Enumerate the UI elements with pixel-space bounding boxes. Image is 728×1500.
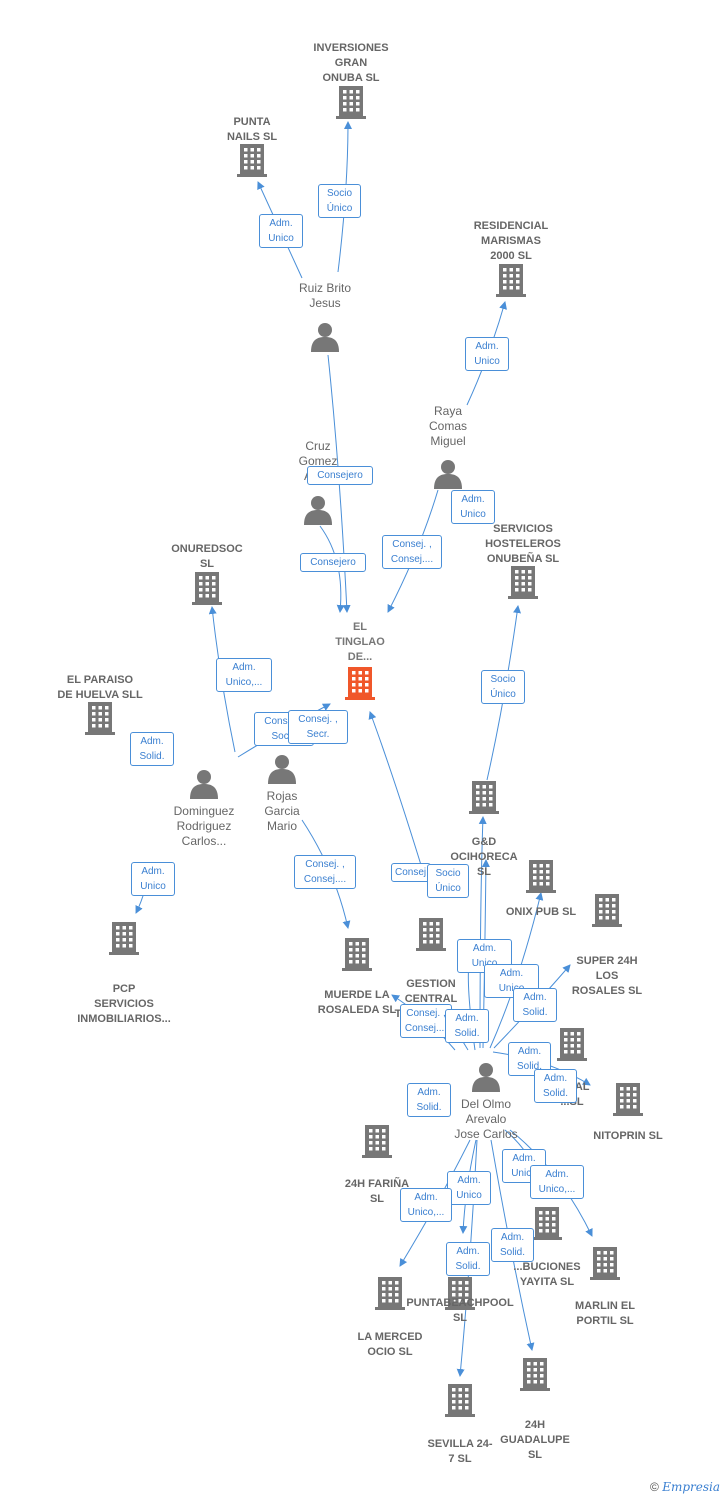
relation-label[interactable]: Socio Único bbox=[427, 864, 469, 898]
relation-label[interactable]: Consejero bbox=[307, 466, 373, 485]
company-building-icon[interactable] bbox=[362, 1124, 392, 1163]
company-building-icon[interactable] bbox=[192, 571, 222, 610]
company-label-residencial[interactable]: RESIDENCIAL MARISMAS 2000 SL bbox=[473, 220, 549, 262]
person-icon[interactable] bbox=[310, 322, 340, 357]
company-building-icon[interactable] bbox=[592, 893, 622, 932]
company-label-sevilla[interactable]: SEVILLA 24- 7 SL bbox=[427, 1438, 493, 1465]
relation-label[interactable]: Adm. Unico bbox=[451, 490, 495, 524]
company-label-gd[interactable]: G&D OCIHORECA SL bbox=[450, 836, 518, 878]
relation-label[interactable]: Socio Único bbox=[318, 184, 361, 218]
company-building-icon[interactable] bbox=[508, 565, 538, 604]
company-building-icon[interactable] bbox=[445, 1383, 475, 1422]
company-label-distrib[interactable]: ...BUCIONES YAYITA SL bbox=[513, 1261, 581, 1288]
person-icon[interactable] bbox=[303, 495, 333, 530]
company-building-icon[interactable] bbox=[342, 937, 372, 976]
company-building-icon[interactable] bbox=[416, 917, 446, 956]
company-building-icon[interactable] bbox=[613, 1082, 643, 1121]
relation-label[interactable]: Consej. , Consej.... bbox=[382, 535, 442, 569]
relation-edge bbox=[368, 711, 426, 879]
relation-label[interactable]: Adm. Solid. bbox=[446, 1242, 490, 1276]
company-label-el-tinglao[interactable]: EL TINGLAO DE... bbox=[335, 621, 385, 663]
person-label-rojas[interactable]: Rojas Garcia Mario bbox=[264, 789, 300, 833]
main-company-building-icon[interactable] bbox=[345, 666, 375, 705]
company-label-inversiones[interactable]: INVERSIONES GRAN ONUBA SL bbox=[313, 42, 389, 84]
relation-label[interactable]: Adm. Solid. bbox=[513, 988, 557, 1022]
relation-label[interactable]: Consejero bbox=[300, 553, 366, 572]
relation-label[interactable]: Adm. Unico,... bbox=[400, 1188, 452, 1222]
company-label-muerde[interactable]: MUERDE LA ROSALEDA SL bbox=[317, 989, 397, 1016]
relation-label[interactable]: Adm. Unico bbox=[484, 964, 539, 998]
relation-label[interactable]: Adm. Unico,... bbox=[216, 658, 272, 692]
company-label-fari[interactable]: 24H FARIÑA SL bbox=[344, 1178, 410, 1205]
company-building-icon[interactable] bbox=[526, 859, 556, 898]
company-label-onuredsoc[interactable]: ONUREDSOC SL bbox=[171, 543, 243, 570]
company-building-icon[interactable] bbox=[590, 1246, 620, 1285]
company-building-icon[interactable] bbox=[85, 701, 115, 740]
company-label-super24[interactable]: SUPER 24H LOS ROSALES SL bbox=[571, 955, 643, 997]
person-icon[interactable] bbox=[471, 1062, 501, 1097]
person-icon[interactable] bbox=[189, 769, 219, 804]
company-building-icon[interactable] bbox=[496, 263, 526, 302]
relation-label[interactable]: Adm. Unico bbox=[259, 214, 303, 248]
person-icon[interactable] bbox=[433, 459, 463, 494]
relation-label[interactable]: Adm. Unico bbox=[447, 1171, 491, 1205]
company-building-icon[interactable] bbox=[109, 921, 139, 960]
company-label-puntabeach[interactable]: PUNTABEACHPOOL SL bbox=[406, 1297, 514, 1324]
relation-label[interactable]: Consej. , Consej.... bbox=[294, 855, 356, 889]
relation-label[interactable]: Adm. Solid. bbox=[407, 1083, 451, 1117]
relation-label[interactable]: Adm. Unico bbox=[465, 337, 509, 371]
person-label-delolmo[interactable]: Del Olmo Arevalo Jose Carlos bbox=[454, 1097, 518, 1141]
company-label-guadalupe[interactable]: 24H GUADALUPE SL bbox=[500, 1419, 570, 1461]
company-label-marlin[interactable]: MARLIN EL PORTIL SL bbox=[575, 1300, 635, 1327]
relation-label[interactable]: Adm. Unico,... bbox=[530, 1165, 584, 1199]
copyright-symbol: © bbox=[650, 1480, 659, 1494]
relation-label[interactable]: Consej... bbox=[391, 863, 434, 882]
company-building-icon[interactable] bbox=[237, 143, 267, 182]
company-building-icon[interactable] bbox=[469, 780, 499, 819]
relation-label[interactable]: Socio Único bbox=[481, 670, 525, 704]
company-building-icon[interactable] bbox=[445, 1276, 475, 1315]
person-label-dominguez[interactable]: Dominguez Rodriguez Carlos... bbox=[173, 804, 235, 848]
relation-label[interactable]: Adm. Unico bbox=[131, 862, 175, 896]
company-building-icon[interactable] bbox=[520, 1357, 550, 1396]
company-label-paraiso[interactable]: EL PARAISO DE HUELVA SLL bbox=[57, 674, 143, 701]
person-label-ruiz[interactable]: Ruiz Brito Jesus bbox=[298, 281, 351, 310]
person-icon[interactable] bbox=[267, 754, 297, 789]
relation-label[interactable]: Consej. , Consej.... bbox=[400, 1004, 452, 1038]
relation-label[interactable]: Adm. Solid. bbox=[534, 1069, 577, 1103]
company-label-punta-nails[interactable]: PUNTA NAILS SL bbox=[226, 116, 278, 143]
company-building-icon[interactable] bbox=[532, 1206, 562, 1245]
relation-label[interactable]: Adm. Solid. bbox=[130, 732, 174, 766]
person-label-raya[interactable]: Raya Comas Miguel bbox=[428, 404, 467, 448]
company-label-servicios-host[interactable]: SERVICIOS HOSTELEROS ONUBEÑA SL bbox=[485, 523, 561, 565]
relation-label[interactable]: Adm. Solid. bbox=[508, 1042, 551, 1076]
company-label-nitoprin[interactable]: NITOPRIN SL bbox=[593, 1130, 663, 1142]
company-label-pcp[interactable]: PCP SERVICIOS INMOBILIARIOS... bbox=[77, 983, 171, 1025]
company-building-icon[interactable] bbox=[375, 1276, 405, 1315]
relation-label[interactable]: Adm. Solid. bbox=[445, 1009, 489, 1043]
footer-brand: © Empresia bbox=[650, 1480, 720, 1494]
brand-logo: Empresia bbox=[662, 1480, 720, 1494]
company-label-merced[interactable]: LA MERCED OCIO SL bbox=[357, 1331, 423, 1358]
relation-label[interactable]: Consej. , Secr. bbox=[288, 710, 348, 744]
company-label-onix[interactable]: ONIX PUB SL bbox=[505, 906, 577, 918]
company-building-icon[interactable] bbox=[557, 1027, 587, 1066]
company-building-icon[interactable] bbox=[336, 85, 366, 124]
relation-label[interactable]: Adm. Solid. bbox=[491, 1228, 534, 1262]
